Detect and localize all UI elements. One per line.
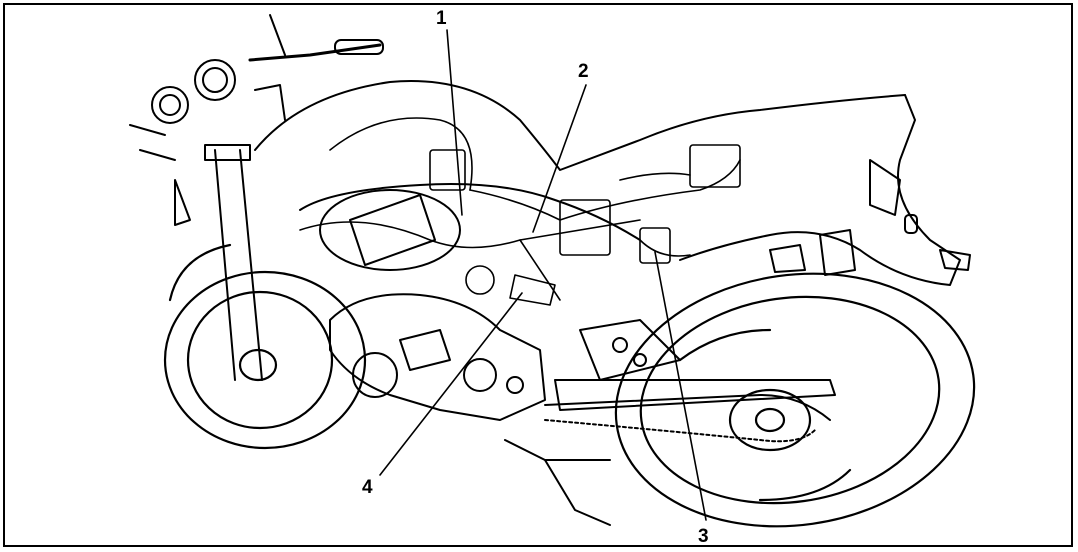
callout-leaders — [379, 29, 707, 521]
leader-1 — [446, 29, 463, 216]
callout-label-4: 4 — [362, 477, 373, 498]
leader-3 — [654, 251, 707, 521]
leader-4 — [379, 292, 523, 476]
rear-wheel — [614, 272, 976, 528]
tank-and-seat — [254, 80, 961, 286]
wiring-harness — [299, 117, 741, 306]
engine — [329, 194, 546, 421]
front-fork-and-bars — [129, 14, 384, 381]
front-wheel — [163, 243, 367, 450]
callout-label-1: 1 — [436, 8, 447, 29]
swingarm-and-chain — [544, 319, 836, 443]
leader-2 — [532, 84, 587, 233]
lower-details — [504, 229, 971, 526]
callout-label-3: 3 — [698, 526, 709, 547]
callout-label-2: 2 — [578, 61, 589, 82]
